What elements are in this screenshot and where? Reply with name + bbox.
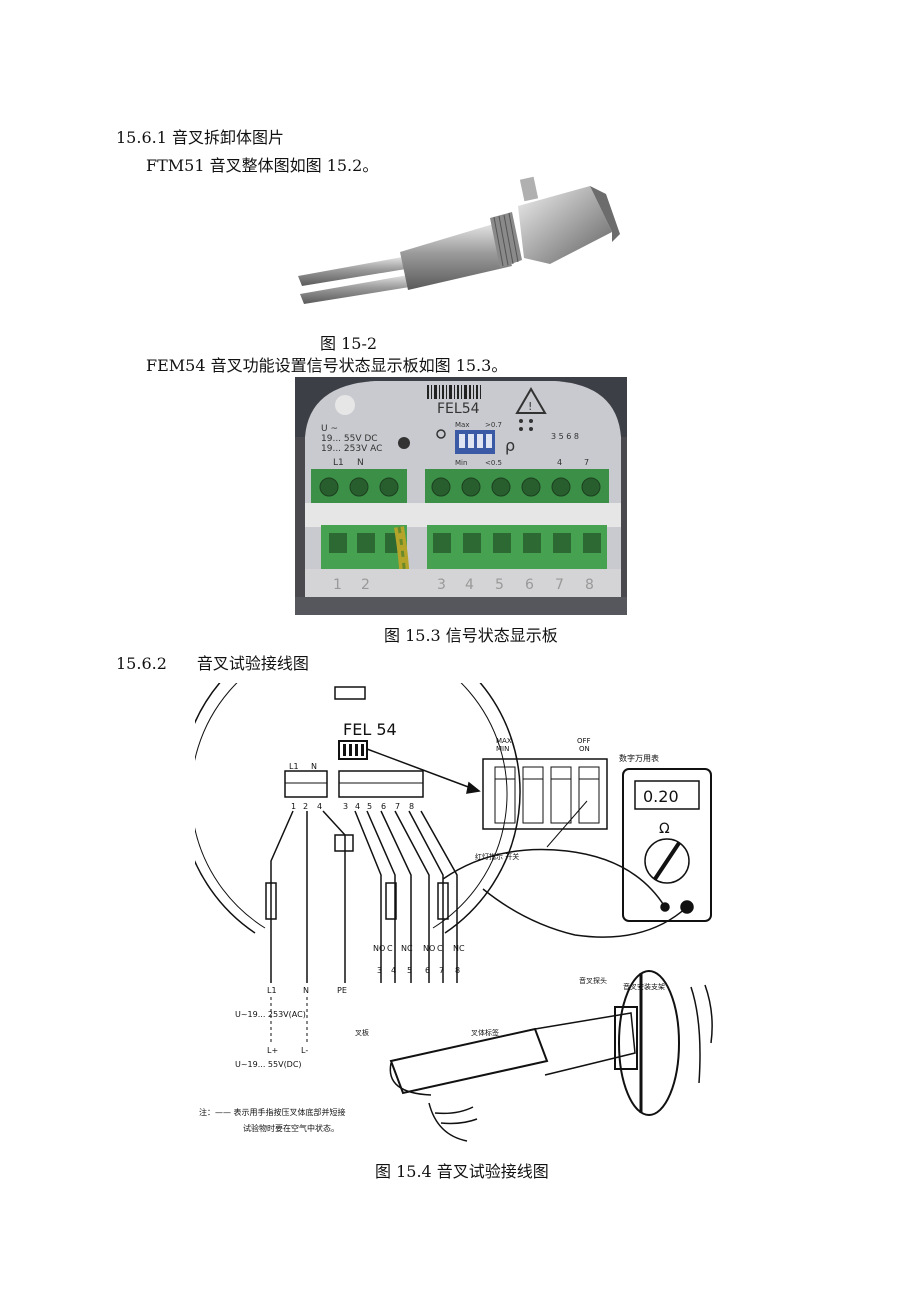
figure-caption-3: 图 15.4 音叉试验接线图: [375, 1162, 549, 1181]
svg-text:NC: NC: [453, 944, 465, 953]
diagram-bottom-pe: PE: [337, 986, 347, 995]
svg-text:4: 4: [355, 802, 360, 811]
hand-icon: [428, 1102, 478, 1142]
svg-text:4: 4: [465, 577, 474, 593]
paragraph-2: FEM54 音叉功能设置信号状态显示板如图 15.3。: [146, 356, 508, 375]
note-line-1: 注：—— 表示用手指按压叉体底部并短接: [199, 1107, 346, 1117]
svg-text:4: 4: [317, 802, 322, 811]
board-top-nums: 3 5 6 8: [551, 432, 579, 441]
svg-text:C: C: [437, 944, 443, 953]
svg-text:3: 3: [343, 802, 348, 811]
board-voltage-3: 19... 253V AC: [321, 444, 382, 454]
diagram-term-n: N: [311, 762, 317, 771]
diagram-bottom-n: N: [303, 986, 309, 995]
svg-text:NO: NO: [373, 944, 385, 953]
svg-text:6: 6: [381, 802, 386, 811]
svg-text:6: 6: [425, 966, 430, 975]
svg-text:6: 6: [525, 577, 534, 593]
fork-label-2: 音叉安装支架: [623, 982, 665, 991]
svg-text:L+: L+: [267, 1046, 278, 1055]
svg-text:2: 2: [303, 802, 308, 811]
svg-text:5: 5: [367, 802, 372, 811]
section-heading-1: 15.6.1 音叉拆卸体图片: [116, 128, 284, 147]
board-terminal-numbers: 1 2 3 4 5 6 7 8: [333, 577, 594, 593]
heading-number: 15.6.2: [116, 654, 167, 673]
svg-text:3: 3: [377, 966, 382, 975]
section-heading-2: 15.6.2 音叉试验接线图: [116, 654, 309, 674]
svg-text:OFF: OFF: [577, 737, 591, 745]
diagram-model: FEL 54: [343, 720, 397, 739]
svg-text:ON: ON: [579, 745, 590, 753]
figure-caption-2: 图 15.3 信号状态显示板: [384, 626, 558, 645]
svg-text:8: 8: [409, 802, 414, 811]
paragraph-1: FTM51 音叉整体图如图 15.2。: [146, 156, 379, 175]
tuning-fork-photo: [290, 176, 620, 316]
svg-text:5: 5: [407, 966, 412, 975]
board-switch-other: <0.5: [485, 459, 502, 467]
fork-label-1: 音叉探头: [579, 976, 607, 985]
sun-icon: [436, 429, 446, 439]
svg-text:L-: L-: [301, 1046, 308, 1055]
board-voltage-2: 19... 55V DC: [321, 434, 378, 444]
switch-caption: 红灯指示 开关: [475, 852, 519, 861]
board-rho: ρ: [505, 436, 515, 455]
board-bottom-num-a: 4: [557, 458, 562, 467]
svg-text:5: 5: [495, 577, 504, 593]
board-label-n: N: [357, 458, 364, 468]
svg-text:NO: NO: [423, 944, 435, 953]
svg-text:MAX: MAX: [496, 737, 512, 745]
board-model-text: FEL54: [437, 401, 480, 417]
svg-text:!: !: [528, 400, 532, 413]
svg-text:1: 1: [291, 802, 296, 811]
meter-ohm: Ω: [659, 821, 670, 837]
svg-text:1: 1: [333, 577, 342, 593]
svg-text:NC: NC: [401, 944, 413, 953]
svg-text:2: 2: [361, 577, 370, 593]
note-line-2: 试验物时要在空气中状态。: [243, 1123, 339, 1133]
svg-text:7: 7: [395, 802, 400, 811]
fork-label-3: 叉板: [355, 1028, 369, 1037]
svg-text:8: 8: [585, 577, 594, 593]
meter-label: 数字万用表: [619, 753, 659, 763]
diagram-voltage-ac: U~19... 253V(AC): [235, 1010, 306, 1019]
svg-text:C: C: [387, 944, 393, 953]
svg-text:7: 7: [555, 577, 564, 593]
meter-display: 0.20: [643, 787, 679, 806]
board-bottom-num-b: 7: [584, 458, 589, 467]
diagram-bottom-l1: L1: [267, 986, 277, 995]
board-voltage-1: U ~: [321, 424, 338, 434]
svg-text:8: 8: [455, 966, 460, 975]
diagram-voltage-dc: U~19... 55V(DC): [235, 1060, 302, 1069]
board-switch-max: Max: [455, 421, 469, 429]
diagram-dip-switch: [338, 740, 368, 760]
board-label-l1: L1: [333, 458, 344, 468]
svg-text:7: 7: [439, 966, 444, 975]
diagram-term-l1: L1: [289, 762, 299, 771]
svg-text:MIN: MIN: [496, 745, 509, 753]
wiring-diagram: FEL 54 L1 N 1 2 4 3 4 5 6 7 8: [179, 621, 725, 1153]
figure-caption-1: 图 15-2: [320, 334, 378, 353]
fork-label-4: 叉体标签: [471, 1028, 499, 1037]
svg-text:3: 3: [437, 577, 446, 593]
svg-text:4: 4: [391, 966, 396, 975]
board-switch-val: >0.7: [485, 421, 502, 429]
heading-text: 音叉试验接线图: [196, 654, 309, 673]
signal-board-photo: FEL54 ! U ~ 19... 55V DC 19... 253V AC L…: [295, 377, 627, 616]
board-switch-min: Min: [455, 459, 467, 467]
